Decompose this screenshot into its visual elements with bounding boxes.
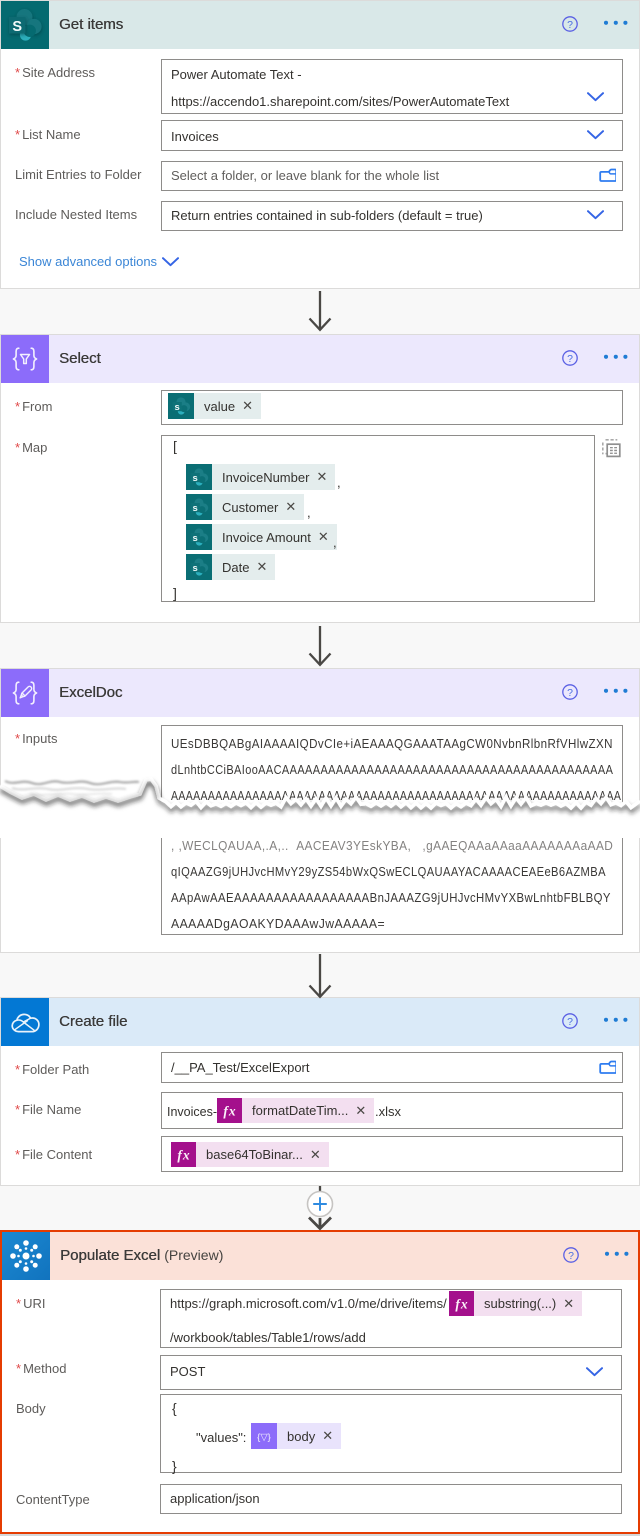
svg-text:S: S xyxy=(12,19,22,35)
